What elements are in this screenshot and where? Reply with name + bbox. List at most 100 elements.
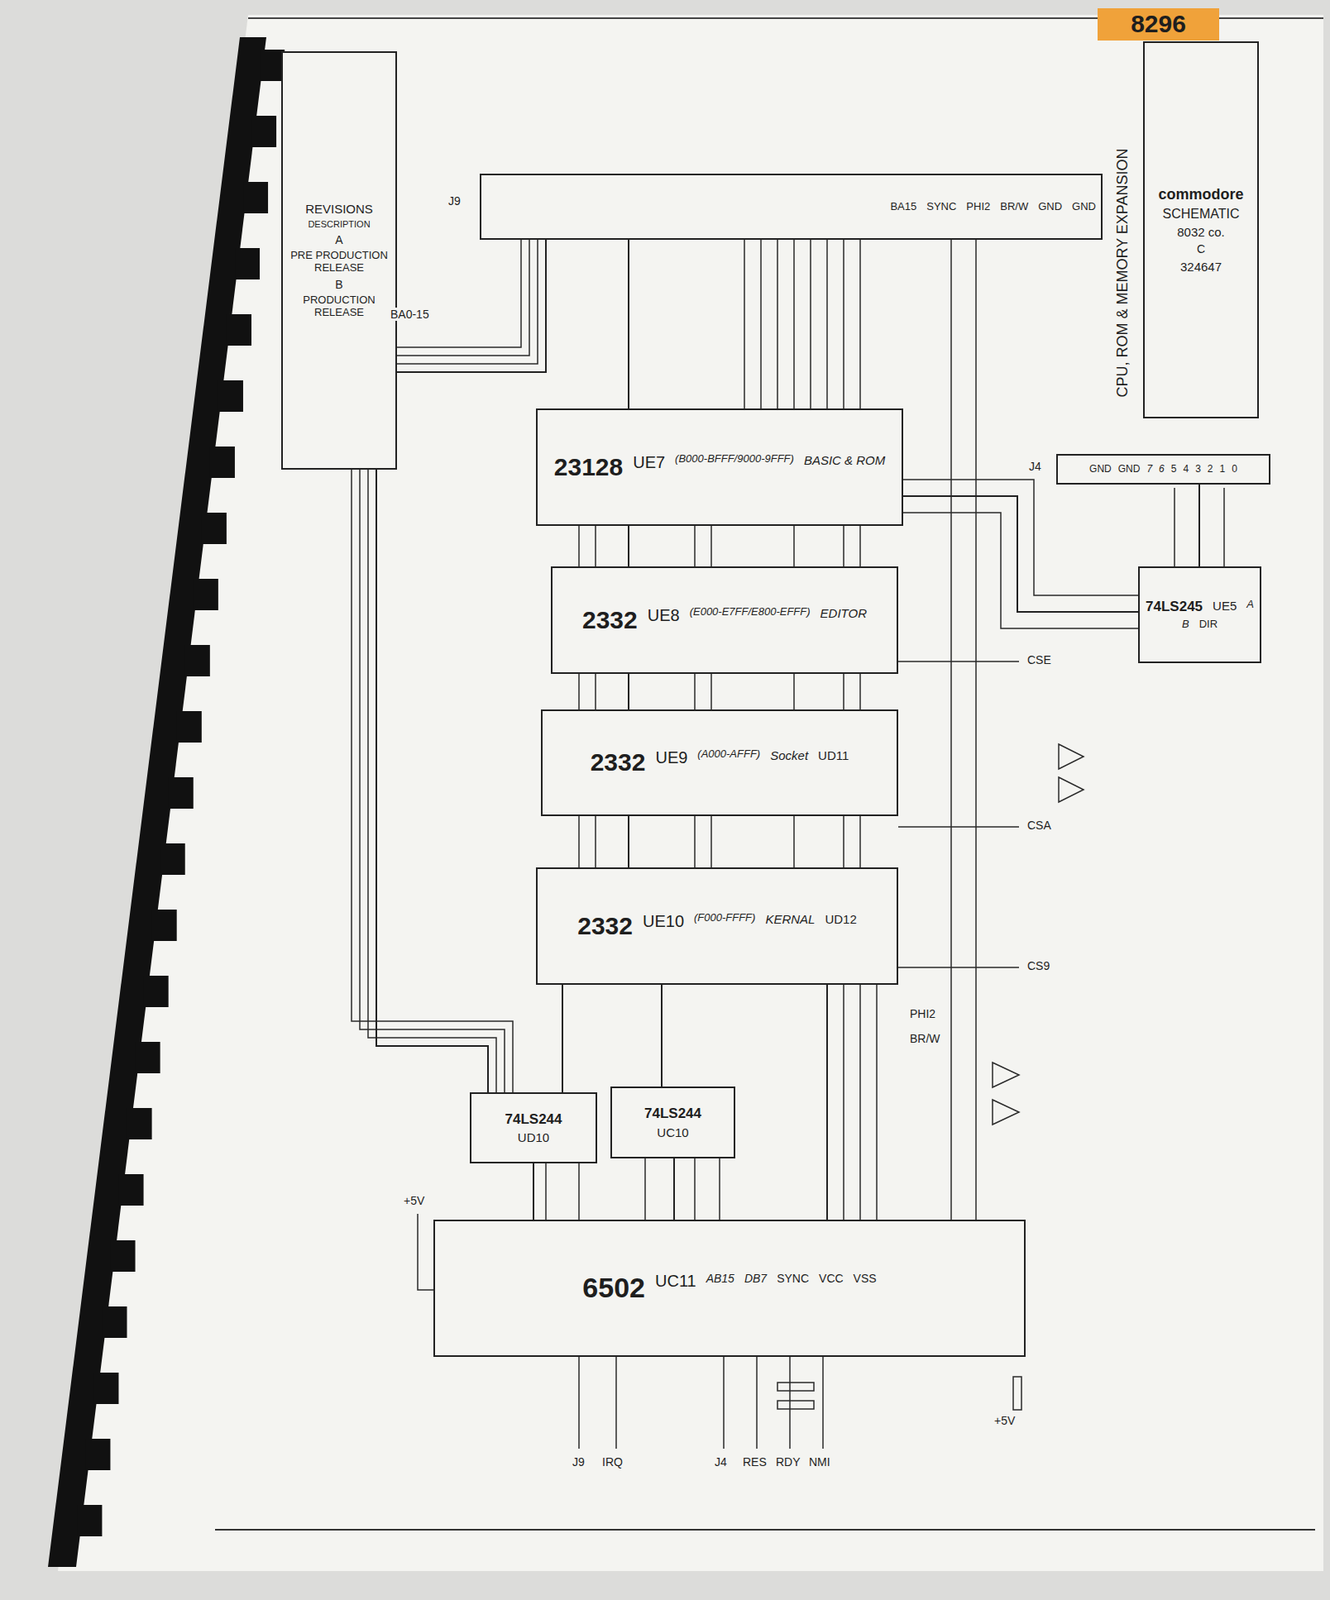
part-text: UD12 — [824, 912, 857, 942]
part-text: UE7 — [632, 453, 665, 483]
part-text: PRE PRODUCTION RELEASE — [287, 249, 391, 275]
part-text: (F000-FFFF) — [693, 912, 756, 942]
part-text: (B000-BFFF/9000-9FFF) — [674, 453, 795, 483]
bus-connector — [627, 816, 630, 868]
connector-j9: BA15SYNCPHI2BR/WGNDGND — [479, 173, 1103, 240]
binding-tooth — [168, 777, 194, 809]
part-text: VSS — [853, 1272, 877, 1305]
part-text: DIR — [1199, 618, 1218, 632]
binding-tooth — [135, 1042, 161, 1074]
part-text: VCC — [818, 1272, 844, 1305]
part-text: B — [1181, 618, 1190, 632]
signal-label: IRQ — [600, 1455, 625, 1469]
binding-tooth — [119, 1174, 144, 1206]
part-text: EDITOR — [820, 606, 867, 636]
signal-label: CSE — [1025, 653, 1053, 667]
rom-chip: 2332UE8(E000-E7FF/E800-EFFF)EDITOR — [550, 566, 899, 675]
binding-tooth — [226, 314, 252, 346]
part-text: UC11 — [655, 1272, 697, 1305]
part-text: UD10 — [517, 1130, 550, 1145]
sheet-tag: 8296 — [1097, 8, 1220, 41]
part-number: 2332 — [577, 912, 633, 942]
part-text: UE5 — [1212, 598, 1237, 616]
cpu-pin-wires — [578, 1357, 823, 1450]
j9-bus-wires — [744, 239, 861, 409]
binding-tooth — [193, 578, 219, 611]
part-text: UE10 — [642, 912, 685, 942]
part-text: UD11 — [818, 748, 849, 778]
signal-label: RDY — [774, 1455, 803, 1469]
part-number: 8296 — [1130, 9, 1187, 39]
part-text: (E000-E7FF/E800-EFFF) — [689, 606, 811, 636]
inverter-symbol — [992, 1062, 1020, 1125]
part-text: KERNAL — [765, 912, 815, 942]
binding-tooth — [76, 1505, 102, 1537]
signal-label: PHI2 — [908, 1007, 938, 1021]
part-number: GND — [1089, 464, 1112, 476]
bus-connector — [376, 239, 546, 1093]
part-number: 74LS244 — [644, 1105, 702, 1123]
part-number: 23128 — [554, 453, 623, 483]
binding-tooth — [185, 645, 211, 677]
part-text: DB7 — [744, 1272, 767, 1305]
buffer-chip: 74LS245UE5ABDIR — [1138, 566, 1262, 664]
binding-teeth — [76, 49, 285, 1537]
signal-label: CSA — [1025, 818, 1053, 833]
binding-tooth — [143, 975, 169, 1008]
part-text: B — [334, 277, 343, 292]
part-text: PRODUCTION RELEASE — [287, 294, 391, 320]
part-text: 4 — [1182, 464, 1189, 476]
bus-connector — [826, 985, 828, 1220]
part-text: 7 — [1146, 464, 1153, 476]
part-text: Socket — [770, 748, 809, 778]
part-text: UC10 — [656, 1125, 689, 1140]
signal-label: BA0-15 — [388, 307, 431, 321]
binding-tooth — [234, 248, 260, 280]
binding-tooth — [243, 181, 268, 214]
bus-connector — [627, 239, 630, 409]
connector-j4: GNDGND76543210 — [1056, 454, 1271, 485]
bus-connector — [532, 1163, 535, 1220]
resistor-symbol — [777, 1382, 814, 1392]
binding-tooth — [93, 1373, 119, 1405]
paper-sheet — [57, 14, 1324, 1572]
bus-connector — [673, 1158, 675, 1220]
part-text: BR/W — [999, 200, 1029, 214]
rom-chip: 2332UE9(A000-AFFF)SocketUD11 — [540, 709, 899, 817]
part-text: AB15 — [706, 1272, 735, 1305]
rom-chip: 23128UE7(B000-BFFF/9000-9FFF)BASIC & ROM — [535, 408, 904, 527]
binding-tooth — [210, 446, 235, 479]
control-wires — [951, 239, 976, 1220]
part-text: 324647 — [1180, 259, 1222, 274]
part-text: SCHEMATIC — [1162, 206, 1240, 222]
power-wire — [417, 1214, 434, 1291]
binding-tooth — [251, 115, 277, 148]
part-number: 2332 — [582, 606, 638, 636]
binding-tooth — [218, 380, 244, 412]
part-text: PHI2 — [966, 200, 991, 214]
part-text: C — [1196, 242, 1206, 256]
part-number: 6502 — [582, 1272, 646, 1305]
part-text: A — [334, 233, 343, 247]
tag-ground — [1097, 8, 1220, 41]
resistor-symbol — [777, 1401, 814, 1410]
signal-label: RES — [741, 1455, 769, 1469]
part-text: 3 — [1195, 464, 1201, 476]
part-text: 6 — [1158, 464, 1165, 476]
part-number: BA15 — [889, 200, 917, 214]
bus-connector — [1198, 484, 1201, 567]
binding-comb — [47, 37, 267, 1568]
part-text: UE9 — [655, 748, 688, 778]
binding-tooth — [127, 1108, 153, 1140]
part-text: GND — [1118, 464, 1141, 476]
buffer-chip: 74LS244UC10 — [610, 1086, 736, 1159]
signal-label: NMI — [807, 1455, 833, 1469]
binding-tooth — [110, 1240, 136, 1273]
part-text: 8032 co. — [1176, 224, 1225, 240]
signal-label: J9 — [446, 194, 463, 208]
part-text: 0 — [1231, 464, 1238, 476]
binding-tooth — [102, 1306, 128, 1339]
part-text: 5 — [1171, 464, 1177, 476]
